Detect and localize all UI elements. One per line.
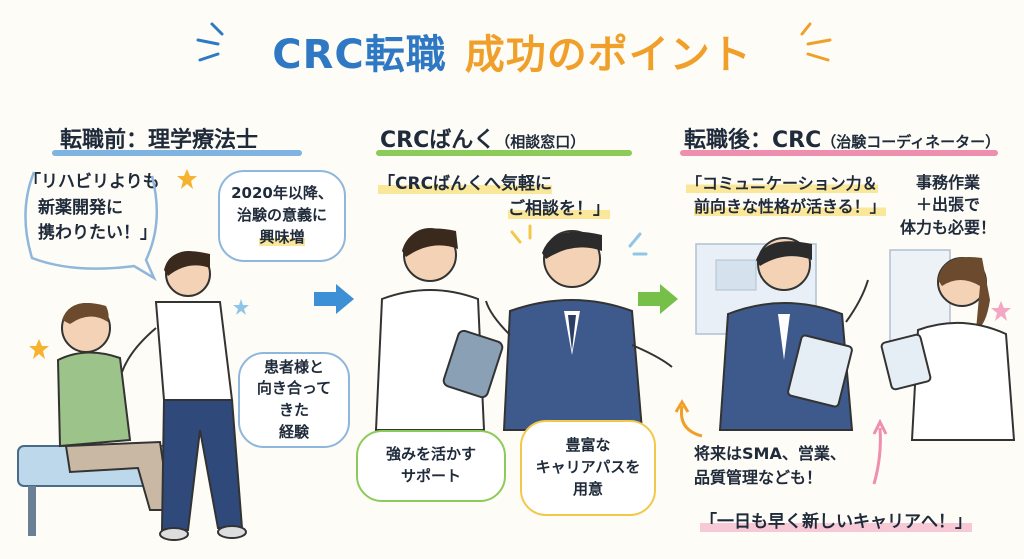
- col1-quote: 「リハビリよりも 新薬開発に 携わりたい！」: [24, 170, 160, 247]
- col3-future: 将来はSMA、営業、 品質管理なども！: [694, 442, 846, 490]
- page-title: CRC転職成功のポイント: [0, 22, 1024, 82]
- title-part1: CRC転職: [272, 32, 447, 78]
- col3-heading-sub: （治験コーディネーター）: [821, 133, 1001, 151]
- col2-bubble2-line3: 用意: [572, 479, 603, 498]
- col1-underline: [52, 150, 302, 156]
- col3-note-line2: ＋出張で: [915, 195, 980, 215]
- col2-bubble2: 豊富な キャリアパスを 用意: [520, 420, 656, 516]
- curved-arrow-icon: [674, 399, 703, 438]
- right-arrow-icon: [638, 284, 678, 314]
- col3-quote-line1: 「コミュニケーション力＆: [686, 174, 878, 193]
- col2-heading-main: CRCばんく: [380, 128, 496, 153]
- col2-heading: CRCばんく（相談窓口）: [380, 122, 585, 154]
- right-arrow-icon: [314, 284, 354, 314]
- star-icon: [991, 301, 1011, 321]
- col1-bubble2: 患者様と 向き合ってきた 経験: [238, 352, 350, 448]
- pointing-hand-icon: [845, 279, 869, 323]
- col1-bubble1: 2020年以降、 治験の意義に 興味増: [218, 170, 346, 262]
- col1-quote-line1: 「リハビリよりも: [24, 172, 160, 192]
- col2-bubble1-line2: サポート: [400, 467, 461, 485]
- col3-note-line3: 体力も必要！: [899, 217, 996, 237]
- col2-bubble1: 強みを活かす サポート: [356, 430, 506, 502]
- burst-right-icon: [800, 22, 832, 62]
- col2-quote-line2: ご相談を！」: [508, 198, 610, 219]
- col3-quote: 「コミュニケーション力＆ 前向きな性格が活きる！」: [686, 172, 886, 218]
- star-icon: [29, 339, 49, 359]
- star-icon: [233, 299, 249, 315]
- col3-note: 事務作業 ＋出張で 体力も必要！: [888, 172, 1008, 239]
- title-part2: 成功のポイント: [464, 32, 752, 78]
- col3-heading-main: 転職後：CRC: [684, 128, 822, 153]
- col2-quote-line1: 「CRCばんくへ気軽に: [378, 174, 553, 194]
- col1-bubble2-line2: 向き合ってきた: [256, 379, 332, 419]
- col3-banner-text: 「一日も早く新しいキャリアへ！」: [700, 512, 972, 532]
- col2-illustration: [374, 228, 673, 431]
- col2-bubble2-line1: 豊富な: [565, 436, 611, 455]
- col3-heading: 転職後：CRC（治験コーディネーター）: [684, 122, 1000, 154]
- col3-future-line1: 将来はSMA、営業、: [694, 444, 846, 463]
- col3-quote-line2: 前向きな性格が活きる！」: [694, 197, 886, 217]
- sparkle-icon: [510, 224, 532, 244]
- col3-underline: [680, 150, 998, 156]
- col3-future-line2: 品質管理なども！: [694, 468, 823, 487]
- col2-bubble2-line2: キャリアパスを: [535, 458, 641, 477]
- col1-bubble2-line1: 患者様と: [263, 357, 324, 376]
- col3-note-line1: 事務作業: [915, 173, 980, 192]
- col1-bubble1-line2: 治験の意義に: [236, 206, 327, 225]
- col2-underline: [376, 150, 632, 156]
- col2-heading-sub: （相談窓口）: [495, 133, 586, 151]
- col1-quote-line3: 携わりたい！」: [38, 223, 157, 243]
- star-icon: [177, 169, 197, 189]
- sparkle-icon: [628, 232, 648, 256]
- col1-quote-line2: 新薬開発に: [38, 197, 123, 218]
- col1-bubble1-line3: 興味増: [259, 227, 305, 246]
- col2-quote: 「CRCばんくへ気軽に ご相談を！」: [378, 172, 610, 221]
- col2-bubble1-line1: 強みを活かす: [385, 445, 476, 464]
- curved-arrow-icon: [872, 418, 888, 485]
- col3-banner: 「一日も早く新しいキャリアへ！」: [700, 510, 972, 535]
- col3-illustration: [695, 237, 1016, 441]
- col1-bubble2-line3: 経験: [278, 422, 309, 441]
- tablet-icon: [442, 329, 504, 399]
- col1-heading: 転職前：理学療法士: [60, 128, 259, 153]
- col1-quote-bubble: [24, 171, 159, 282]
- col1-illustration: [17, 251, 247, 541]
- burst-left-icon: [196, 22, 224, 62]
- col1-bubble1-line1: 2020年以降、: [231, 184, 333, 203]
